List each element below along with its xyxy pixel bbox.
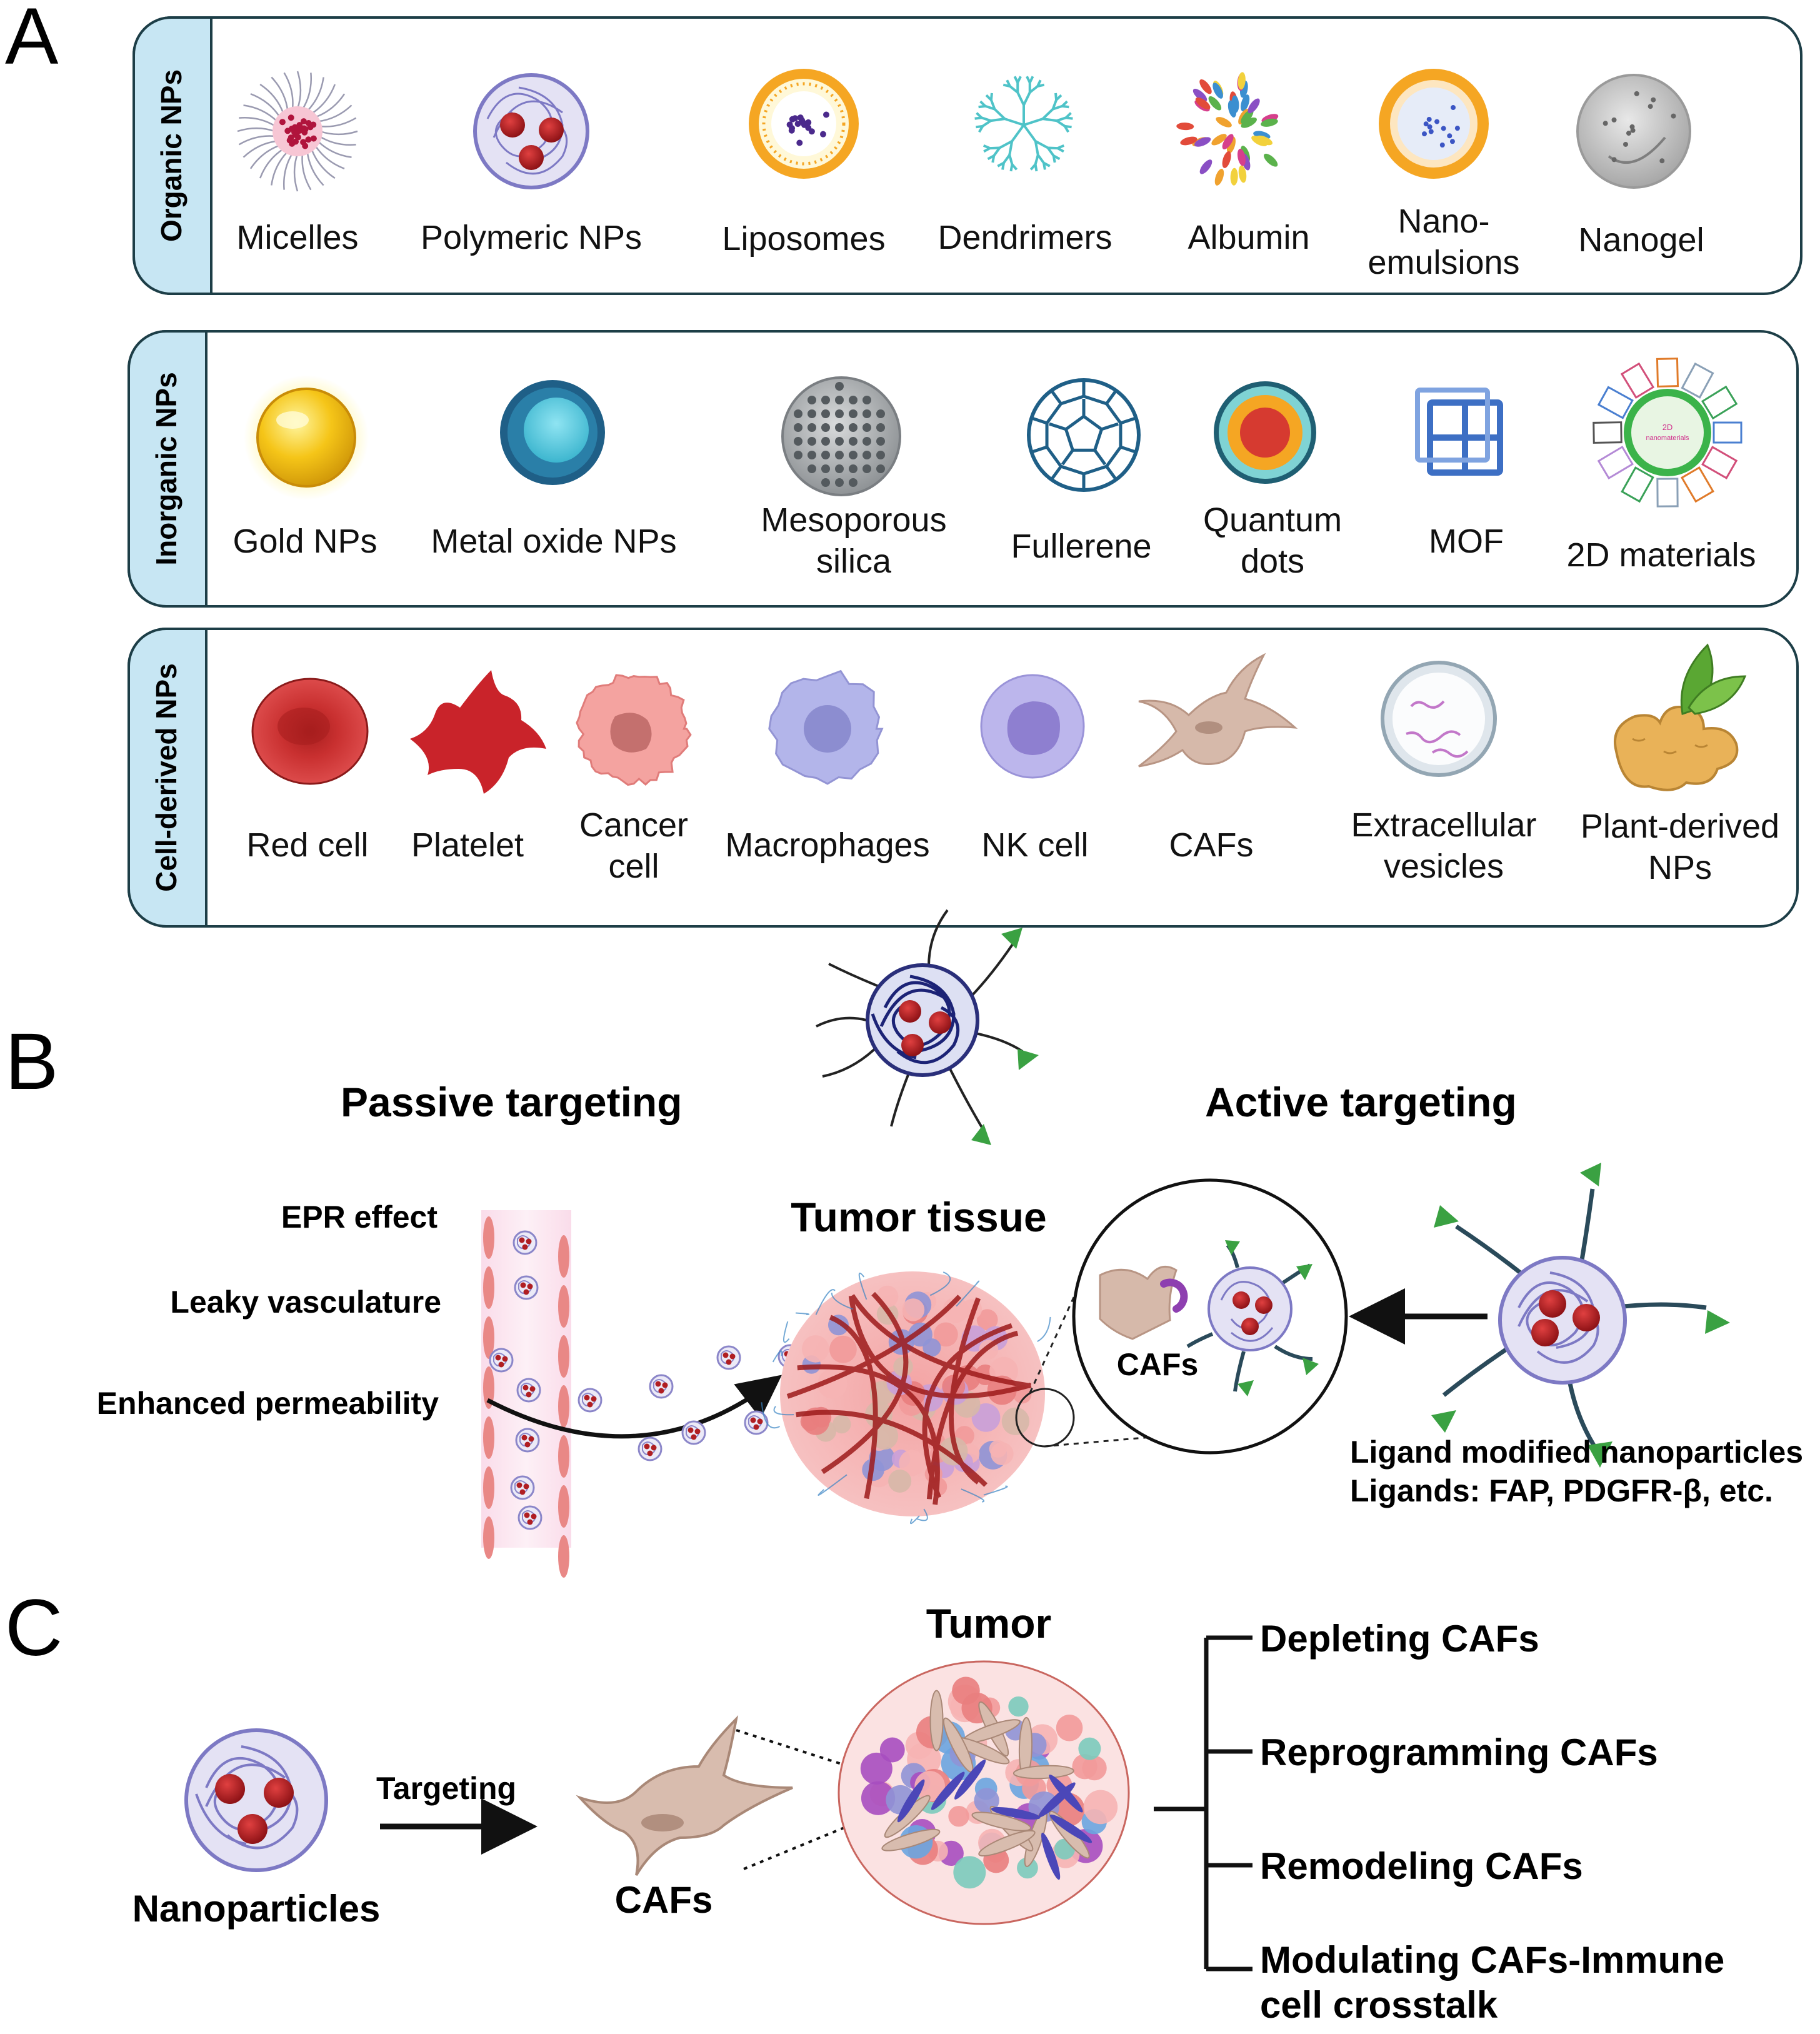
leaky-vasculature-label: Leaky vasculature: [170, 1285, 441, 1320]
albumin-icon: [1176, 72, 1279, 186]
nk-cell-icon: [980, 674, 1085, 779]
liposome-icon: [749, 69, 859, 179]
panel-a-item-label: NPs: [1648, 849, 1712, 886]
plant-derived-np-icon: [1614, 643, 1747, 791]
panel-a-item-label: 2D materials: [1566, 536, 1756, 574]
panel-a-item-label: vesicles: [1384, 848, 1504, 885]
cell-derived-nps-section: Cell-derived NPs: [128, 628, 1799, 928]
epr-effect-label: EPR effect: [281, 1200, 438, 1235]
ligands-list-label: Ligands: FAP, PDGFR-β, etc.: [1350, 1473, 1773, 1508]
outcome-depleting: Depleting CAFs: [1260, 1618, 1539, 1660]
panel-b-letter: B: [5, 1017, 58, 1106]
cell-derived-nps-title: Cell-derived NPs: [150, 663, 182, 892]
panel-a-letter: A: [5, 0, 59, 81]
active-targeting-title: Active targeting: [1205, 1079, 1517, 1125]
panel-a-item-label: cell: [608, 848, 659, 885]
panel-a-item-label: emulsions: [1368, 244, 1519, 281]
ligand-modified-label: Ligand modified nanoparticles: [1350, 1435, 1803, 1470]
inorganic-nps-title: Inorganic NPs: [150, 372, 182, 565]
platelet-icon: [410, 670, 546, 794]
panel-a-item-label: Metal oxide NPs: [431, 523, 676, 560]
tumor-tissue-title: Tumor tissue: [791, 1194, 1047, 1240]
panel-a-item-label: Nano-: [1398, 203, 1489, 240]
panel-a-item-label: Cancer: [579, 806, 688, 844]
targeting-label: Targeting: [376, 1771, 516, 1806]
dendrimer-icon: [974, 76, 1073, 172]
red-cell-icon: [251, 678, 369, 785]
outcome-modulating-line2: cell crosstalk: [1260, 1984, 1498, 2026]
outcome-reprogramming: Reprogramming CAFs: [1260, 1731, 1658, 1773]
outcomes-bracket: [1154, 1635, 1252, 1971]
2d-badge-line2: nanomaterials: [1646, 434, 1689, 442]
polymeric-np-icon: [473, 73, 589, 189]
2d-materials-icon: 2D nanomaterials: [1592, 358, 1742, 508]
organic-nps-title: Organic NPs: [155, 69, 188, 242]
panel-a-labels: Micelles Polymeric NPs Liposomes Dendrimers…: [232, 203, 1779, 886]
panel-a-item-label: Fullerene: [1011, 528, 1151, 565]
2d-badge-line1: 2D: [1662, 423, 1673, 432]
zoom-detail-circle: CAFs: [1072, 1178, 1348, 1455]
fullerene-icon: [1027, 378, 1141, 492]
nanogel-icon: [1576, 74, 1691, 189]
quantum-dot-icon: [1214, 381, 1316, 484]
panel-a-item-label: NK cell: [981, 826, 1088, 864]
panel-a-item-label: dots: [1241, 543, 1304, 580]
outcome-modulating-line1: Modulating CAFs-Immune: [1260, 1939, 1724, 1981]
nanoparticle-icon-c: [184, 1728, 328, 1872]
ligand-nanoparticle-top: [816, 909, 1039, 1145]
panel-a-item-label: Plant-derived: [1581, 808, 1779, 845]
inorganic-nps-section: Inorganic NPs: [128, 330, 1799, 608]
extravasating-nanoparticles: [578, 1344, 802, 1461]
panel-c-letter: C: [5, 1583, 62, 1673]
caf-icon: [1138, 653, 1298, 768]
panel-a-item-label: Extracellular: [1351, 806, 1536, 844]
enhanced-permeability-label: Enhanced permeability: [97, 1386, 439, 1421]
panel-a-item-label: Liposomes: [722, 220, 885, 258]
zoom-cafs-label: CAFs: [1117, 1347, 1199, 1382]
panel-a-item-label: CAFs: [1169, 826, 1254, 864]
tumor-tissue-illustration: [761, 1271, 1051, 1525]
outcome-remodeling: Remodeling CAFs: [1260, 1845, 1583, 1887]
gold-np-icon: [244, 375, 369, 500]
panel-a-item-label: Dendrimers: [938, 219, 1112, 256]
cafs-label-c: CAFs: [615, 1879, 713, 1921]
blood-vessel: [481, 1210, 571, 1578]
nanoemulsion-icon: [1379, 69, 1489, 179]
panel-a-item-label: silica: [816, 543, 892, 580]
tumor-title: Tumor: [926, 1600, 1051, 1646]
extracellular-vesicle-icon: [1381, 661, 1497, 777]
mof-icon: [1415, 388, 1503, 476]
panel-a-item-label: Mesoporous: [761, 501, 946, 539]
panel-a-item-label: Polymeric NPs: [421, 219, 642, 256]
panel-a-item-label: Quantum: [1203, 501, 1342, 539]
caf-icon-c: [576, 1715, 793, 1876]
zoom-line-c-bottom: [743, 1813, 878, 1870]
tumor-illustration-c: [838, 1660, 1130, 1925]
panel-a-item-label: Macrophages: [725, 826, 929, 864]
panel-a-item-label: MOF: [1429, 523, 1504, 560]
panel-a-item-label: Nanogel: [1578, 221, 1704, 259]
metal-oxide-np-icon: [500, 380, 605, 485]
panel-a-item-label: Platelet: [411, 826, 524, 864]
extravasation-arrow: [486, 1375, 782, 1439]
micelle-icon: [237, 71, 358, 192]
panel-a-item-label: Micelles: [236, 219, 358, 256]
panel-a-item-label: Red cell: [246, 826, 368, 864]
panel-a-item-label: Albumin: [1188, 219, 1309, 256]
macrophage-icon: [768, 669, 884, 785]
cancer-cell-icon: [576, 674, 692, 786]
passive-targeting-title: Passive targeting: [341, 1079, 682, 1125]
panel-a-item-label: Gold NPs: [232, 523, 377, 560]
nanoparticles-label: Nanoparticles: [132, 1888, 381, 1930]
ligand-nanoparticle-right: [1431, 1163, 1730, 1468]
mesoporous-silica-icon: [781, 376, 901, 496]
